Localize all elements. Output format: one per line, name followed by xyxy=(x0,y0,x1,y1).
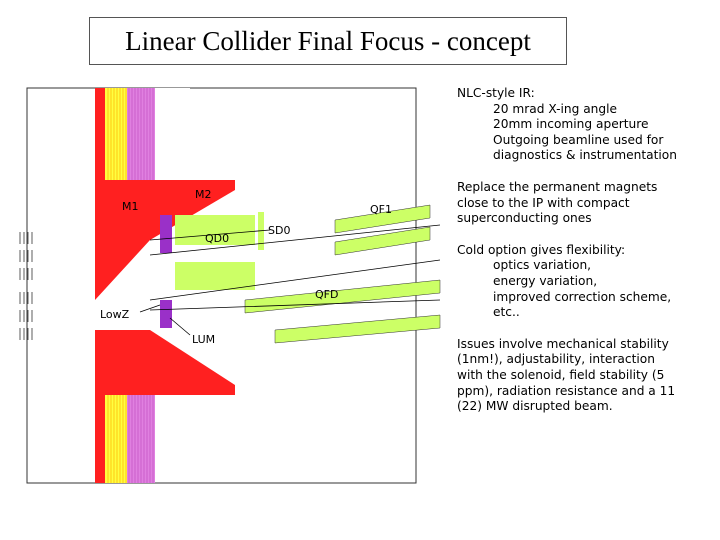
cold-item: etc.. xyxy=(493,305,520,320)
qd0-quads xyxy=(175,215,255,290)
issues-line: (1nm!), adjustability, interaction xyxy=(457,352,655,367)
coil-stripes-lower xyxy=(107,395,154,483)
cold-item: improved correction scheme, xyxy=(493,289,672,304)
label-lowz: LowZ xyxy=(100,308,130,321)
label-qf1: QF1 xyxy=(370,203,392,216)
cold-note: Cold option gives flexibility: optics va… xyxy=(457,243,715,321)
qfd-quads xyxy=(244,279,441,344)
lum-pointer xyxy=(169,317,191,336)
issues-line: (22) MW disrupted beam. xyxy=(457,399,613,414)
label-sd0: SD0 xyxy=(268,224,290,237)
issues-line: ppm), radiation resistance and a 11 xyxy=(457,383,676,398)
coil-stripes-upper xyxy=(107,88,154,180)
label-qfd: QFD xyxy=(315,288,338,301)
nlc-item: 20 mrad X-ing angle xyxy=(493,101,618,116)
replace-line: superconducting ones xyxy=(457,211,592,226)
coil-stack-upper xyxy=(95,88,190,180)
cold-item: energy variation, xyxy=(493,273,598,288)
nlc-item: Outgoing beamline used for xyxy=(493,132,664,147)
final-focus-diagram: M1 M2 QD0 SD0 QF1 QFD LowZ LUM xyxy=(19,87,441,484)
replace-note: Replace the permanent magnets close to t… xyxy=(457,180,715,227)
replace-line: close to the IP with compact xyxy=(457,195,630,210)
m1-magnet xyxy=(95,180,150,300)
issues-note: Issues involve mechanical stability (1nm… xyxy=(457,337,715,415)
nlc-heading: NLC-style IR: xyxy=(457,86,535,100)
coil-stack-lower xyxy=(95,380,155,483)
nlc-item: 20mm incoming aperture xyxy=(493,117,649,132)
cold-heading: Cold option gives flexibility: xyxy=(457,242,626,257)
page-title: Linear Collider Final Focus - concept xyxy=(125,25,531,56)
left-scale-ticks xyxy=(19,232,33,340)
qd0-purple-upper xyxy=(160,215,172,253)
lowz-pointer xyxy=(139,304,161,313)
label-qd0: QD0 xyxy=(205,232,229,245)
qf1-quads xyxy=(334,204,431,256)
title-box: Linear Collider Final Focus - concept xyxy=(89,17,567,65)
cold-item: optics variation, xyxy=(493,258,592,273)
nlc-item: diagnostics & instrumentation xyxy=(493,148,677,163)
replace-line: Replace the permanent magnets xyxy=(457,179,658,194)
nlc-note: NLC-style IR: 20 mrad X-ing angle 20mm i… xyxy=(457,86,715,164)
label-m2: M2 xyxy=(195,188,212,201)
issues-line: with the solenoid, field stability (5 xyxy=(457,367,665,382)
qd0-purple-lower xyxy=(160,300,172,328)
label-lum: LUM xyxy=(192,333,215,346)
notes-panel: NLC-style IR: 20 mrad X-ing angle 20mm i… xyxy=(457,86,715,431)
label-m1: M1 xyxy=(122,200,139,213)
beam-lines xyxy=(149,224,441,311)
lower-red-magnet xyxy=(95,330,235,395)
issues-line: Issues involve mechanical stability xyxy=(457,336,669,351)
